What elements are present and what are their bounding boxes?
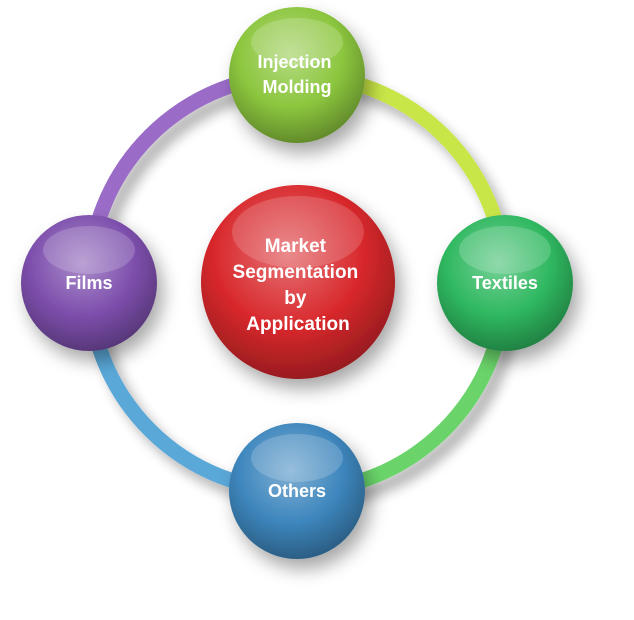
center-label-line: Segmentation <box>233 262 359 283</box>
node-textiles: Textiles <box>437 215 573 351</box>
node-label: Others <box>268 481 326 501</box>
node-label-line: Injection <box>257 52 331 72</box>
node-label-line: Films <box>65 273 112 293</box>
center-circle <box>201 185 395 379</box>
center-node: Market Segmentation by Application <box>201 185 395 379</box>
center-highlight <box>232 196 364 268</box>
node-label: Textiles <box>472 273 538 293</box>
node-label-line: Molding <box>263 77 332 97</box>
node-others: Others <box>229 423 365 559</box>
center-label-line: Market <box>265 236 327 257</box>
center-label: Market Segmentation by Application <box>233 236 364 335</box>
node-label: Injection Molding <box>257 52 336 97</box>
node-injection-molding: Injection Molding <box>229 7 365 143</box>
center-label-line: by <box>284 288 307 309</box>
node-label-line: Textiles <box>472 273 538 293</box>
center-label-line: Application <box>246 314 349 335</box>
node-label-line: Others <box>268 481 326 501</box>
node-films: Films <box>21 215 157 351</box>
node-label: Films <box>65 273 112 293</box>
